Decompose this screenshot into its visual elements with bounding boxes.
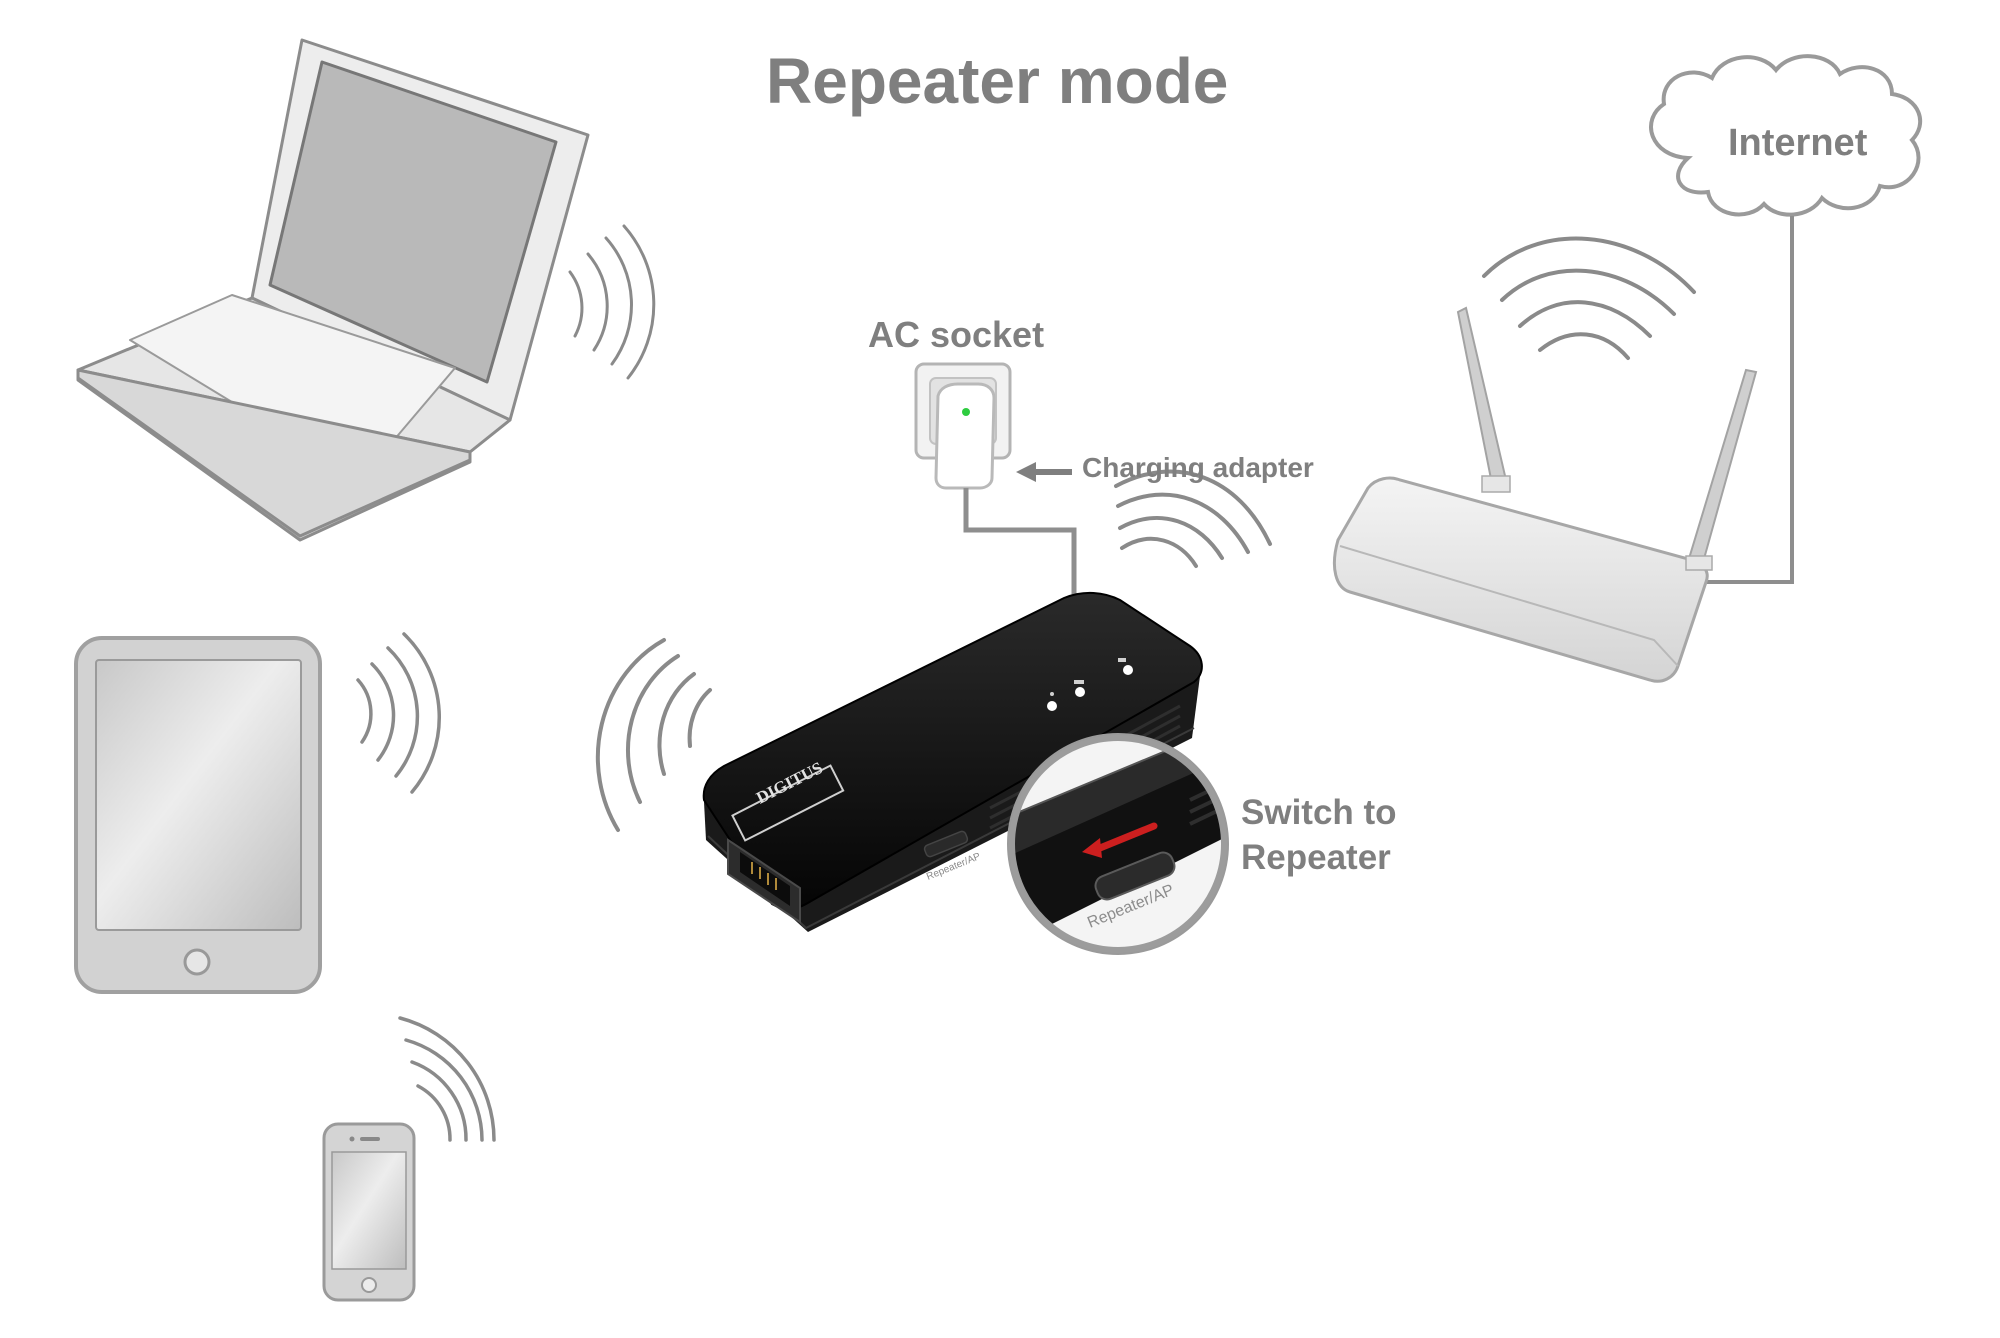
wifi-waves-icon [1482,236,1696,360]
switch-instruction-line2: Repeater [1241,838,1391,877]
router-icon [1332,306,1758,683]
laptop-icon [76,38,590,542]
page-title: Repeater mode [766,45,1229,117]
charging-adapter-icon [934,382,996,490]
uplink-cable [1706,216,1794,584]
wifi-waves-icon [595,638,712,832]
charging-adapter-label: Charging adapter [1082,452,1314,483]
adapter-cable [963,488,1077,600]
tablet-icon [74,636,322,994]
arrow-left-icon [1082,822,1158,858]
cloud-icon [1649,54,1923,217]
repeater-device-icon [702,592,1203,932]
switch-instruction: Switch to Repeater [1241,790,1397,880]
magnifier-icon [1007,733,1229,955]
wifi-waves-icon [356,632,441,794]
wifi-waves-icon [398,1016,496,1142]
arrow-left-icon [1016,462,1072,482]
switch-instruction-line1: Switch to [1241,793,1397,832]
cloud-label: Internet [1728,122,1868,164]
ac-socket-label: AC socket [868,314,1045,355]
smartphone-icon [322,1122,416,1302]
wifi-waves-icon [568,224,656,380]
wifi-waves-icon [1114,469,1272,568]
